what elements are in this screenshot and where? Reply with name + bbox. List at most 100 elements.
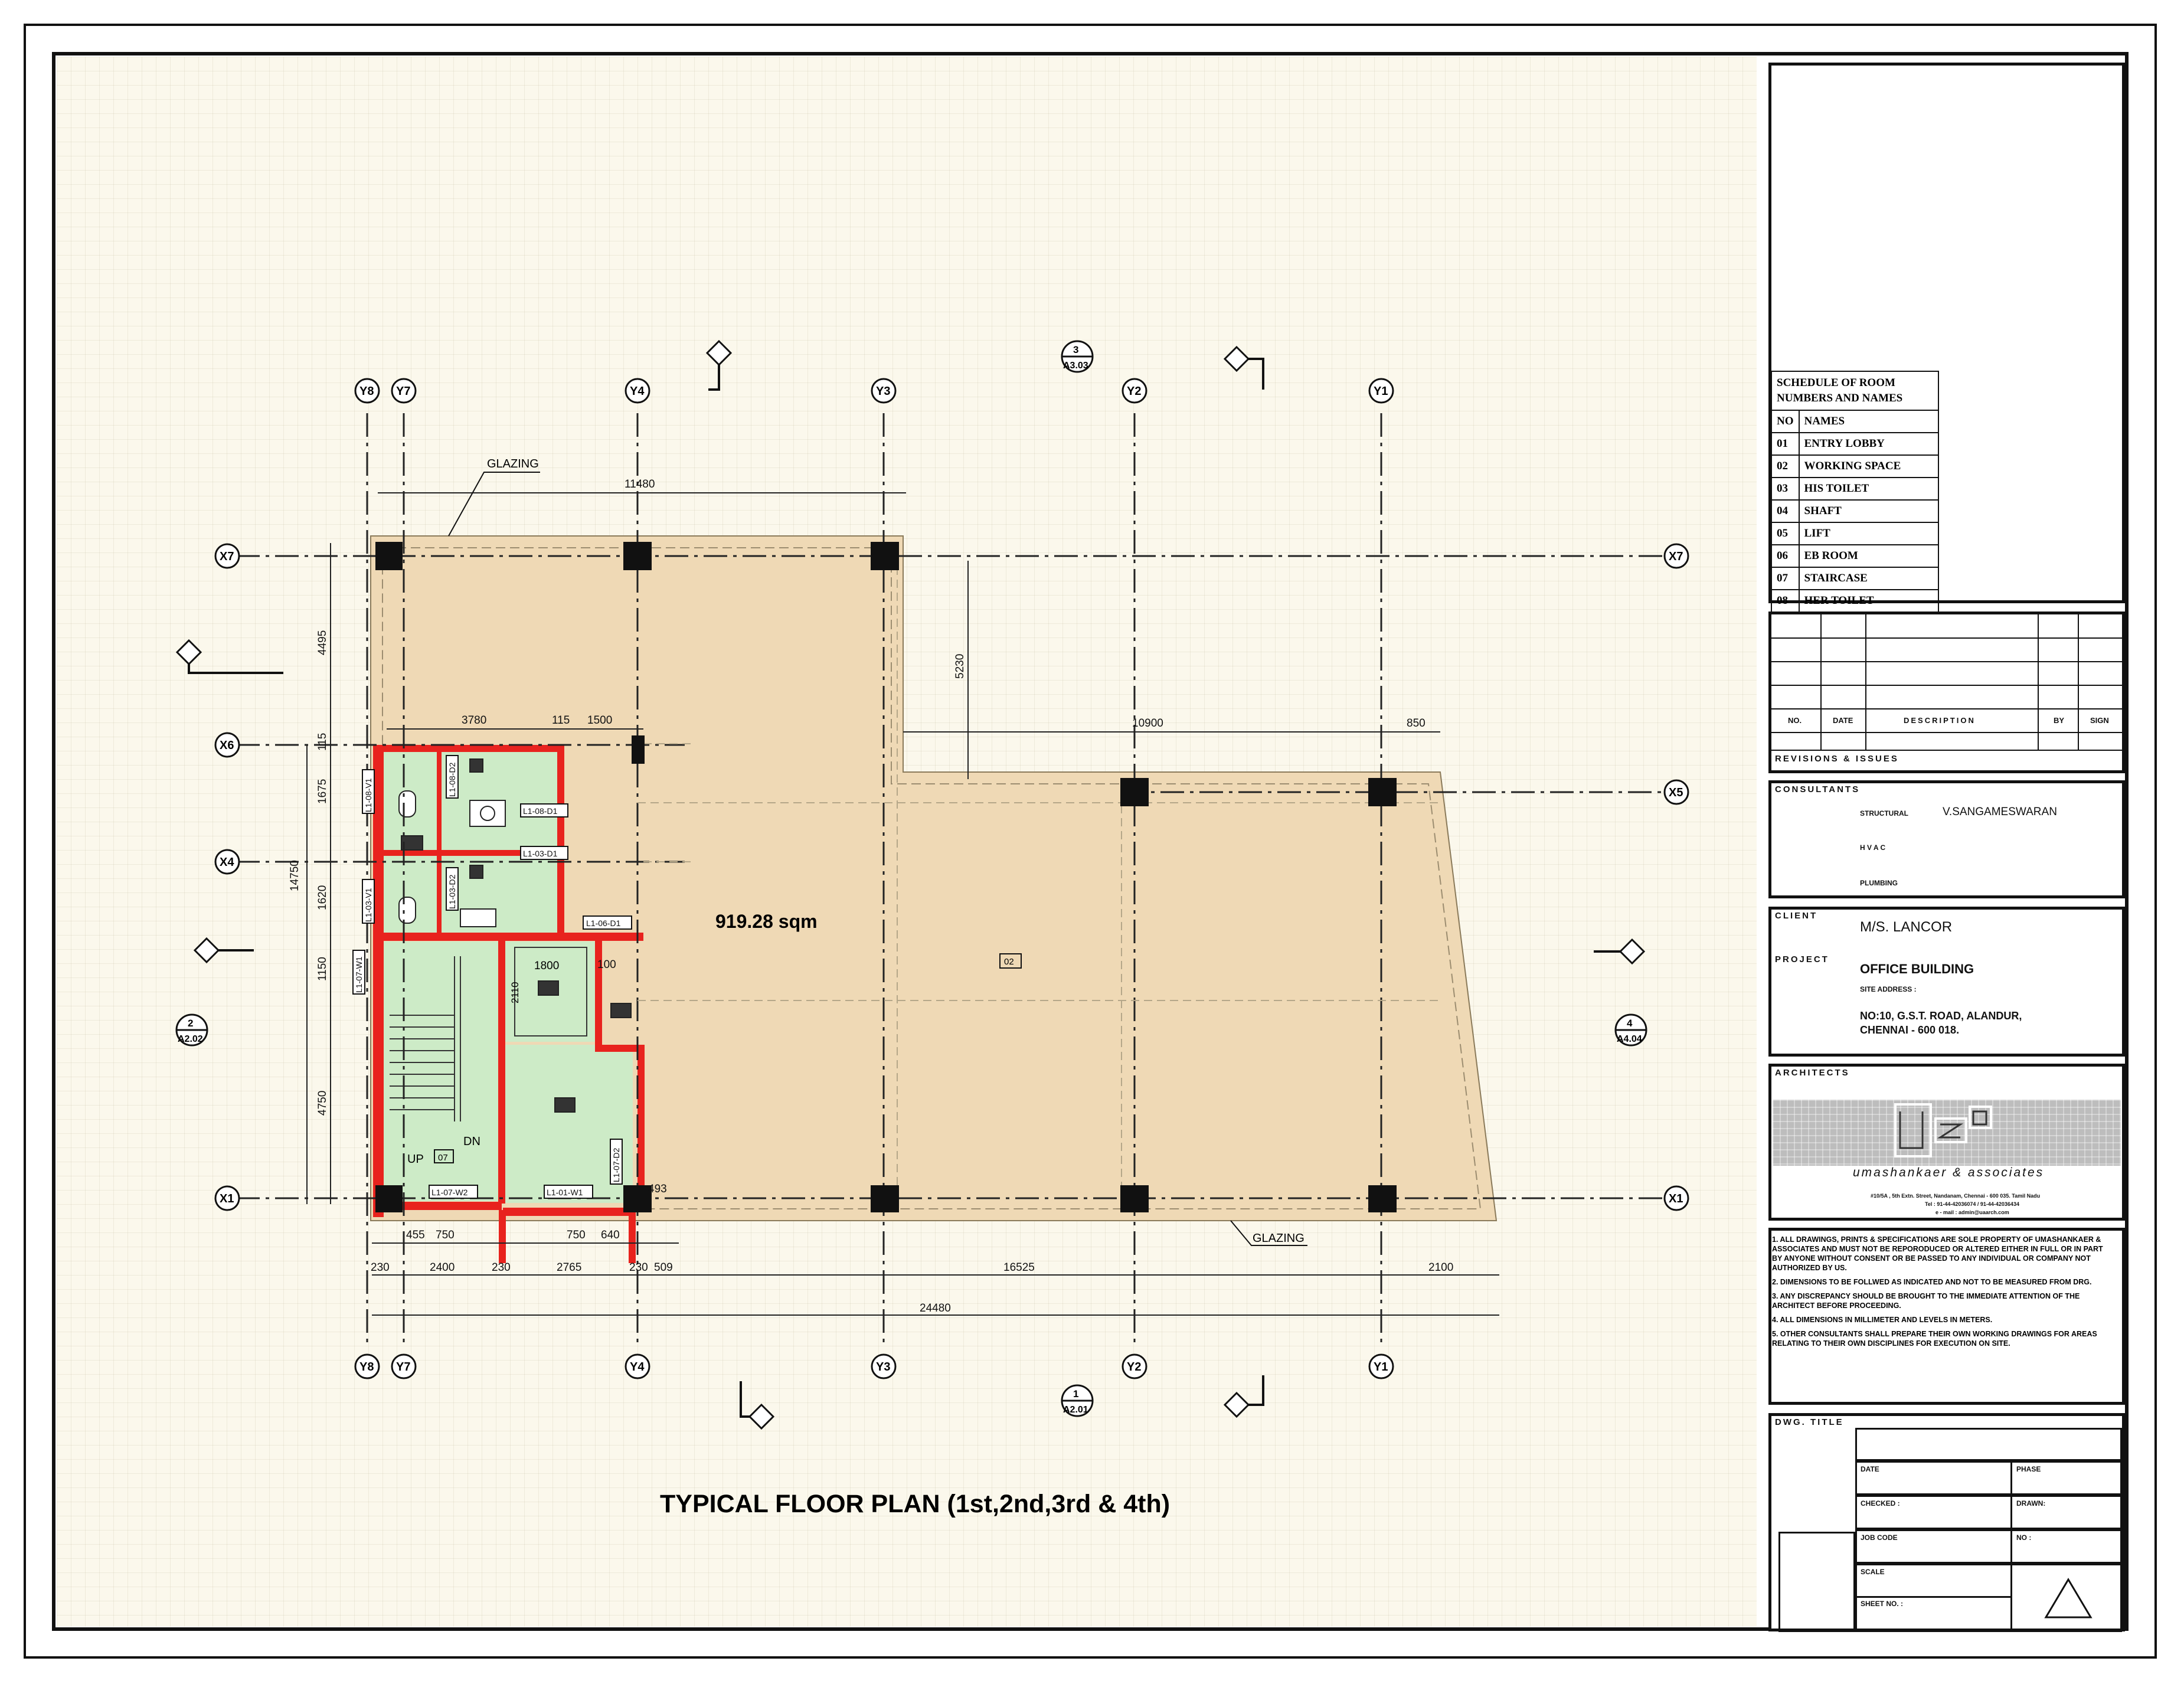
- grid-x4-left: X4: [220, 856, 234, 869]
- tag-l1-06-d1: L1-06-D1: [586, 918, 621, 928]
- architects-caption: ARCHITECTS: [1775, 1068, 1850, 1078]
- floor-slab: [370, 535, 1498, 1221]
- glazing-top-leader: [448, 472, 540, 537]
- dim-left-1150: 1150: [316, 957, 329, 981]
- schedule-no: 07: [1771, 567, 1800, 590]
- schedule-no: 06: [1771, 544, 1800, 568]
- dwg-no-label: NO :: [2016, 1533, 2032, 1542]
- plumbing-label: PLUMBING: [1860, 879, 1898, 887]
- glazing-top-label: GLAZING: [487, 457, 539, 470]
- schedule-header-names: NAMES: [1798, 410, 1939, 433]
- dwg-checked-drawn-row: CHECKED : DRAWN:: [1855, 1495, 2122, 1529]
- dim-230a: 230: [371, 1261, 390, 1274]
- room-tag: 02: [1004, 957, 1014, 967]
- grid-x1-left: X1: [220, 1192, 234, 1205]
- grid-y3-bottom: Y3: [876, 1361, 890, 1374]
- rev-col-by: BY: [2054, 716, 2065, 725]
- tag-l1-03-v1: L1-03-V1: [364, 888, 373, 922]
- grid-bubbles-x: [214, 543, 1689, 1211]
- grid-y2-bottom: Y2: [1127, 1361, 1141, 1374]
- lift-depth-dim: 2110: [509, 982, 521, 1003]
- slab-guide-lines: [637, 567, 1440, 1204]
- note-1: 1. ALL DRAWINGS, PRINTS & SPECIFICATIONS…: [1772, 1235, 2103, 1272]
- revisions-grid: [1771, 614, 2122, 751]
- dim-230c: 230: [629, 1261, 648, 1274]
- grid-y4-bottom: Y4: [630, 1361, 645, 1374]
- client-name: M/S. LANCOR: [1860, 919, 1953, 935]
- dim-493: 493: [648, 1183, 667, 1195]
- address-line-2: CHENNAI - 600 018.: [1860, 1024, 1960, 1036]
- rev-col-date: DATE: [1833, 716, 1853, 725]
- schedule-no: 01: [1771, 432, 1800, 456]
- structural-label: STRUCTURAL: [1860, 809, 1908, 818]
- dwg-title-field: [1855, 1428, 2122, 1461]
- core-walls: [373, 745, 645, 1263]
- section-left-ref: A2.02: [178, 1034, 203, 1044]
- grid-y7-bottom: Y7: [396, 1361, 410, 1374]
- schedule-no: 02: [1771, 454, 1800, 478]
- stair-treads: [390, 956, 461, 1121]
- consultants-caption: CONSULTANTS: [1775, 784, 1861, 794]
- lift-width-dim: 1800: [534, 960, 559, 972]
- project-label: PROJECT: [1775, 954, 1829, 964]
- schedule-no: 03: [1771, 477, 1800, 501]
- rev-col-desc: DESCRIPTION: [1904, 716, 1976, 725]
- dim-10900: 10900: [1132, 717, 1163, 730]
- section-bottom-num: 1: [1073, 1388, 1078, 1399]
- schedule-name: STAIRCASE: [1798, 567, 1939, 590]
- dwg-job-code-label: JOB CODE: [1861, 1533, 1898, 1542]
- lift-car: [514, 947, 587, 1036]
- schedule-name: LIFT: [1798, 522, 1939, 545]
- grid-y7-top: Y7: [396, 385, 410, 398]
- section-bottom-ref: A2.01: [1063, 1405, 1088, 1415]
- tag-l1-07-d2: L1-07-D2: [612, 1147, 621, 1182]
- dim-top-overall: 11480: [625, 478, 655, 491]
- section-right-num: 4: [1627, 1018, 1633, 1029]
- floor-area: 919.28 sqm: [715, 911, 818, 932]
- tag-l1-08-d1: L1-08-D1: [523, 806, 558, 816]
- site-label: SITE ADDRESS :: [1860, 985, 1917, 993]
- schedule-no: 05: [1771, 522, 1800, 545]
- note-4: 4. ALL DIMENSIONS IN MILLIMETER AND LEVE…: [1772, 1316, 1993, 1324]
- dwg-drawn-label: DRAWN:: [2016, 1499, 2046, 1508]
- glazing-bottom-leader: [1230, 1220, 1307, 1246]
- dwg-checked-label: CHECKED :: [1861, 1499, 1900, 1508]
- dwg-title-box: DWG. TITLE DATE PHASE CHECKED : DRAWN: J…: [1768, 1413, 2125, 1632]
- section-top-ref: A3.03: [1063, 361, 1088, 371]
- schedule-name: SHAFT: [1798, 499, 1939, 523]
- dwg-title-label: DWG. TITLE: [1775, 1417, 1844, 1427]
- dim-16525: 16525: [1003, 1261, 1035, 1274]
- dim-115: 115: [552, 714, 570, 727]
- section-markers: [175, 340, 1647, 1417]
- opening-tags: [352, 755, 632, 1199]
- dwg-sheet-label: SHEET NO. :: [1861, 1600, 1904, 1608]
- dim-left-1620: 1620: [316, 885, 329, 910]
- tag-l1-01-w1: L1-01-W1: [547, 1188, 583, 1197]
- glazing-bottom-label: GLAZING: [1253, 1232, 1304, 1245]
- grid-x7-right: X7: [1669, 550, 1683, 563]
- client-box: CLIENT M/S. LANCOR PROJECT OFFICE BUILDI…: [1768, 907, 2125, 1057]
- notes-box: [1768, 1228, 2125, 1405]
- dim-2100: 2100: [1428, 1261, 1453, 1274]
- section-top-num: 3: [1073, 344, 1078, 355]
- grid-y2-top: Y2: [1127, 385, 1141, 398]
- elevation-markers: [175, 339, 1646, 1430]
- stair-tag-box: [434, 1149, 454, 1163]
- dim-5230: 5230: [954, 654, 966, 679]
- grid-x5-right: X5: [1669, 786, 1683, 799]
- rev-col-sign: SIGN: [2090, 716, 2109, 725]
- tag-l1-08-v1: L1-08-V1: [364, 778, 373, 812]
- dwg-scale-label: SCALE: [1861, 1568, 1885, 1576]
- stair-tag: 07: [438, 1153, 448, 1163]
- general-notes: 1. ALL DRAWINGS, PRINTS & SPECIFICATIONS…: [1772, 1235, 2114, 1353]
- tag-l1-07-w1: L1-07-W1: [354, 956, 364, 993]
- tag-l1-08-d2: L1-08-D2: [447, 762, 457, 797]
- grid-bubbles-y: [354, 378, 1394, 1379]
- tag-l1-03-d2: L1-03-D2: [447, 874, 457, 909]
- dwg-scale-sheet-block: SCALE SHEET NO. :: [1855, 1564, 2122, 1632]
- note-2: 2. DIMENSIONS TO BE FOLLWED AS INDICATED…: [1772, 1278, 2092, 1286]
- dwg-job-row: JOB CODE NO :: [1855, 1529, 2122, 1564]
- note-5: 5. OTHER CONSULTANTS SHALL PREPARE THEIR…: [1772, 1330, 2097, 1348]
- client-label: CLIENT: [1775, 911, 1818, 921]
- dwg-date-phase-row: DATE PHASE: [1855, 1461, 2122, 1495]
